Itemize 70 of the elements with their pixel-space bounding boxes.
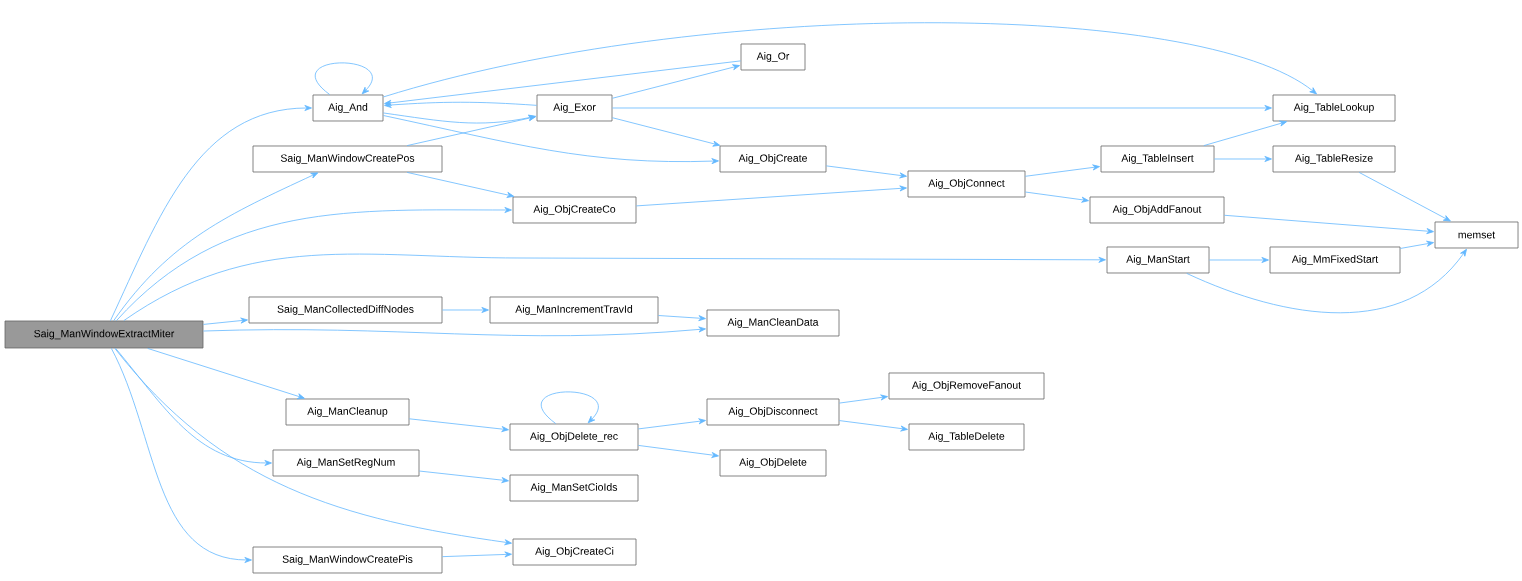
arrow	[839, 420, 908, 432]
function-box: Aig_ObjCreateCi	[512, 538, 637, 566]
function-box: Aig_Exor	[536, 94, 613, 122]
arrow	[1400, 240, 1434, 249]
arrow	[1214, 156, 1272, 162]
arrow	[384, 60, 741, 106]
function-box: memset	[1434, 221, 1519, 249]
arrow	[406, 172, 515, 198]
arrow	[1203, 120, 1287, 146]
arrow	[203, 326, 706, 337]
function-box: Aig_ManSetCioIds	[509, 474, 639, 502]
arrow	[442, 307, 489, 313]
function-box: Aig_TableResize	[1272, 145, 1396, 173]
arrow	[826, 165, 907, 179]
function-box: Aig_MmFixedStart	[1269, 246, 1401, 274]
function-box: Aig_ObjDelete_rec	[509, 423, 639, 451]
arrow	[406, 115, 536, 146]
arrow	[638, 445, 719, 458]
arrow	[1224, 214, 1434, 235]
function-box: Aig_ObjRemoveFanout	[888, 372, 1045, 400]
arrow	[383, 22, 1317, 98]
function-box: Aig_And	[312, 94, 384, 122]
arrow	[839, 394, 888, 404]
arrow	[419, 470, 509, 484]
arrow	[1025, 191, 1089, 203]
arrow	[442, 551, 512, 558]
function-box: Aig_TableInsert	[1100, 145, 1215, 173]
arrow	[383, 112, 536, 124]
arrow	[111, 348, 252, 563]
function-box: Aig_ObjConnect	[907, 170, 1026, 198]
arrow	[116, 207, 512, 321]
function-box: Aig_ManCleanData	[706, 309, 840, 337]
arrow	[638, 418, 706, 430]
arrow	[612, 105, 1272, 111]
arrow	[123, 253, 1106, 321]
arrow	[147, 348, 305, 400]
function-box: Aig_ObjCreate	[719, 145, 827, 173]
function-box: Saig_ManCollectedDiffNodes	[248, 296, 443, 324]
arrow	[1358, 172, 1451, 222]
function-box: Aig_Or	[740, 43, 806, 71]
arrow	[114, 348, 512, 546]
function-box: Aig_ManSetRegNum	[272, 449, 420, 477]
function-box: Saig_ManWindowCreatePos	[252, 145, 443, 173]
function-box: Aig_ManIncrementTravId	[489, 296, 659, 324]
function-box: Aig_ObjDisconnect	[706, 398, 840, 426]
arrow	[612, 117, 721, 147]
arrow	[383, 115, 719, 165]
function-box: Aig_ManCleanup	[285, 398, 410, 426]
arrow	[1186, 248, 1467, 314]
arrow	[636, 185, 907, 207]
function-box: Saig_ManWindowCreatePis	[252, 546, 443, 574]
arrow	[612, 64, 740, 99]
arrow	[203, 317, 248, 325]
arrow	[540, 391, 599, 424]
function-box: Aig_ManStart	[1106, 246, 1210, 274]
function-box: Aig_TableLookup	[1272, 94, 1396, 122]
arrow	[110, 105, 312, 321]
function-box: Saig_ManWindowExtractMiter	[4, 320, 204, 349]
arrow	[115, 348, 272, 466]
function-box: Aig_ObjCreateCo	[512, 196, 637, 224]
function-box: Aig_ObjDelete	[719, 449, 827, 477]
arrow	[314, 62, 373, 95]
arrow	[1025, 164, 1100, 177]
arrow	[384, 101, 537, 108]
arrow	[658, 315, 706, 322]
arrow	[113, 172, 319, 321]
function-box: Aig_TableDelete	[908, 423, 1025, 451]
arrow	[409, 418, 509, 433]
arrow	[1209, 257, 1269, 263]
function-box: Aig_ObjAddFanout	[1089, 196, 1225, 224]
